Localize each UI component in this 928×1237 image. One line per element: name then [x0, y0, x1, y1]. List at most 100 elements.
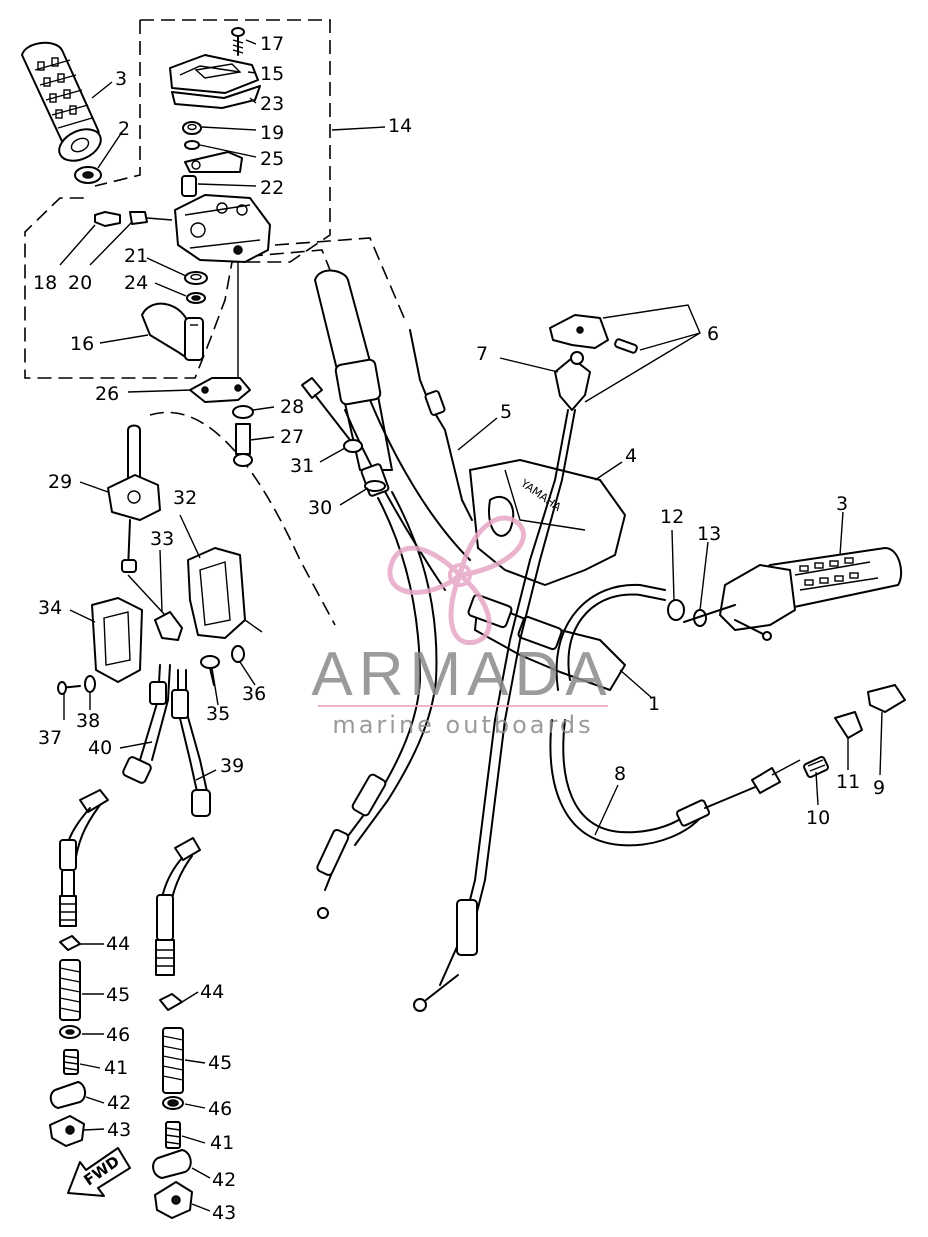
callout-label-16: 16: [70, 333, 94, 355]
callout-label-15: 15: [260, 63, 284, 85]
cable-part-40-lower: [59, 789, 109, 927]
boot-part-9: [867, 684, 906, 713]
handlebar-cover-part-4: YAMAHA: [469, 459, 626, 586]
callout-labels: 1 2 3 3 4 5 6 7 8 9 10 11 12 13 14 15 16…: [33, 33, 885, 1224]
cable-part-39: [171, 669, 211, 817]
washer-part-25: [184, 140, 200, 150]
left-grip-part: [21, 41, 102, 162]
lever-part: [184, 151, 243, 173]
callout-label-27: 27: [280, 426, 304, 448]
callout-label-13: 13: [697, 523, 721, 545]
leader-lines: [59, 39, 883, 1212]
callout-label-12: 12: [660, 506, 684, 528]
screw-part-35: [200, 655, 220, 686]
armada-watermark: ARMADA marine outboards: [311, 515, 612, 739]
boot-part-43-right: [154, 1181, 193, 1219]
nut-part-13: [683, 604, 736, 627]
nut-part-20: [129, 211, 173, 225]
callout-label-39: 39: [220, 755, 244, 777]
cap-part-42-left: [49, 1081, 86, 1109]
callout-label-21: 21: [124, 245, 148, 267]
assembly-boundary-dashed-lower: [94, 20, 141, 187]
callout-label-22: 22: [260, 177, 284, 199]
adjuster-part-10: [803, 755, 829, 779]
clip-part-44-right: [159, 993, 183, 1011]
callout-label-43: 43: [212, 1202, 236, 1224]
callout-label-33: 33: [150, 528, 174, 550]
screw-part-18: [94, 211, 121, 227]
callout-label-10: 10: [806, 807, 830, 829]
callout-label-44: 44: [106, 933, 130, 955]
callout-label-19: 19: [260, 122, 284, 144]
washer-part-46-right: [162, 1096, 184, 1110]
spring-part-41-left: [63, 1049, 79, 1075]
throttle-housing-right: [719, 564, 796, 641]
watermark-tagline: marine outboards: [332, 711, 593, 739]
callout-label-38: 38: [76, 710, 100, 732]
callout-label-32: 32: [173, 487, 197, 509]
callout-label-9: 9: [873, 777, 885, 799]
callout-label-18: 18: [33, 272, 57, 294]
callout-label-29: 29: [48, 471, 72, 493]
screw-part-2: [74, 166, 102, 184]
callout-label-41: 41: [104, 1057, 128, 1079]
callout-label-6: 6: [707, 323, 719, 345]
callout-label-5: 5: [500, 401, 512, 423]
callout-label-43: 43: [107, 1119, 131, 1141]
callout-label-42: 42: [212, 1169, 236, 1191]
watermark-brand: ARMADA: [311, 640, 612, 709]
callout-label-35: 35: [206, 703, 230, 725]
lever-part-33: [127, 574, 183, 641]
callout-label-20: 20: [68, 272, 92, 294]
callout-label-26: 26: [95, 383, 119, 405]
cable-boot: [351, 773, 387, 817]
callout-label-42: 42: [107, 1092, 131, 1114]
callout-label-37: 37: [38, 727, 62, 749]
callout-label-24: 24: [124, 272, 148, 294]
adjuster-part-30: [360, 463, 390, 497]
washer-part-36: [231, 645, 245, 663]
handlebar-part-1: [467, 583, 666, 691]
washer-part-24: [186, 292, 206, 304]
callout-label-40: 40: [88, 737, 112, 759]
cable-part-8: [549, 719, 801, 847]
cable-left-lower-sheath: [354, 491, 438, 846]
cable-part-39-lower: [155, 837, 201, 976]
throttle-cable-part-5: [409, 329, 473, 521]
assembly-boundary-dashed: [24, 19, 331, 379]
throttle-housing-body: [174, 194, 271, 263]
nut-part-19: [182, 121, 202, 135]
boot-part-43-left: [49, 1115, 85, 1147]
callout-label-46: 46: [106, 1024, 130, 1046]
clamp-part-6: [549, 314, 638, 354]
boot-part-11: [834, 711, 863, 739]
callout-label-36: 36: [242, 683, 266, 705]
callout-label-45: 45: [208, 1052, 232, 1074]
callout-label-8: 8: [614, 763, 626, 785]
washer-part-12: [667, 599, 685, 621]
screw-part-17: [231, 27, 245, 56]
washer-part-21: [184, 271, 208, 285]
cable-part-7: [413, 351, 591, 1012]
cable-part-40: [122, 664, 171, 784]
handlebar-tube-left: [314, 269, 471, 591]
spring-part-41-right: [165, 1121, 181, 1149]
fwd-direction-arrow: FWD: [67, 1147, 131, 1197]
clip-part-44-left: [59, 935, 81, 951]
callout-label-23: 23: [260, 93, 284, 115]
screw-part-37: [57, 681, 81, 695]
callout-label-11: 11: [836, 771, 860, 793]
alignment-line-dashed-2: [274, 237, 406, 321]
callout-label-3: 3: [836, 493, 848, 515]
fitting-part-31: [301, 377, 363, 453]
cap-part-42-right: [152, 1149, 192, 1179]
bolt-part-27: [233, 423, 253, 467]
cable-left-lower: [324, 497, 421, 891]
bracket-part-26: [189, 377, 251, 403]
washer-part-28: [232, 405, 254, 419]
callout-label-3: 3: [115, 68, 127, 90]
callout-label-46: 46: [208, 1098, 232, 1120]
housing-cover-part-15: [169, 54, 259, 94]
callout-label-14: 14: [388, 115, 412, 137]
